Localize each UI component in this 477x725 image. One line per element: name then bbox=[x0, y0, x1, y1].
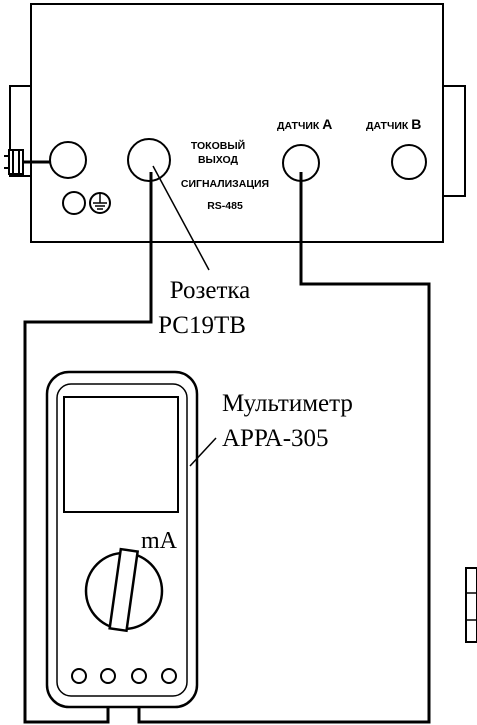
multimeter-mode-label: mA bbox=[141, 528, 178, 554]
multimeter-inner-frame bbox=[56, 383, 188, 697]
socket-leader-line bbox=[152, 165, 210, 271]
wire-current-output bbox=[23, 172, 153, 724]
callout-socket-line2: РС19ТВ bbox=[158, 312, 246, 339]
label-alarm: СИГНАЛИЗАЦИЯ bbox=[181, 178, 269, 190]
callout-multimeter-line2: АРРА-305 bbox=[222, 425, 329, 452]
label-sensor-b: ДАТЧИК В bbox=[366, 116, 421, 132]
ground-icon bbox=[89, 192, 111, 214]
left-bracket bbox=[9, 85, 31, 177]
label-current-output-2: ВЫХОД bbox=[198, 154, 239, 166]
jack-3 bbox=[131, 668, 147, 684]
multimeter-display bbox=[63, 396, 179, 513]
jack-4 bbox=[161, 668, 177, 684]
label-sensor-a: ДАТЧИК А bbox=[277, 116, 332, 132]
jack-2 bbox=[100, 668, 116, 684]
label-sensor-a-letter: А bbox=[322, 116, 332, 132]
label-sensor-b-letter: В bbox=[411, 116, 421, 132]
current-output-connector bbox=[127, 138, 171, 182]
right-bracket bbox=[443, 85, 466, 197]
callout-socket-line1: Розетка bbox=[170, 277, 251, 304]
sensor-b-connector bbox=[391, 144, 427, 180]
power-plug-icon bbox=[4, 149, 52, 175]
power-connector bbox=[49, 141, 87, 179]
callout-multimeter-line1: Мультиметр bbox=[222, 390, 353, 417]
label-sensor-a-prefix: ДАТЧИК bbox=[277, 120, 320, 132]
label-rs485: RS-485 bbox=[207, 200, 243, 212]
right-partial-device bbox=[465, 567, 477, 643]
label-current-output: ТОКОВЫЙ bbox=[191, 139, 245, 152]
multimeter-dial-pointer bbox=[108, 547, 140, 633]
jack-1 bbox=[71, 668, 87, 684]
fuse-holder bbox=[62, 191, 86, 215]
multimeter-leader-line bbox=[189, 437, 217, 467]
label-sensor-b-prefix: ДАТЧИК bbox=[366, 120, 409, 132]
wire-sensor-a bbox=[137, 172, 431, 724]
device-housing bbox=[30, 3, 444, 243]
